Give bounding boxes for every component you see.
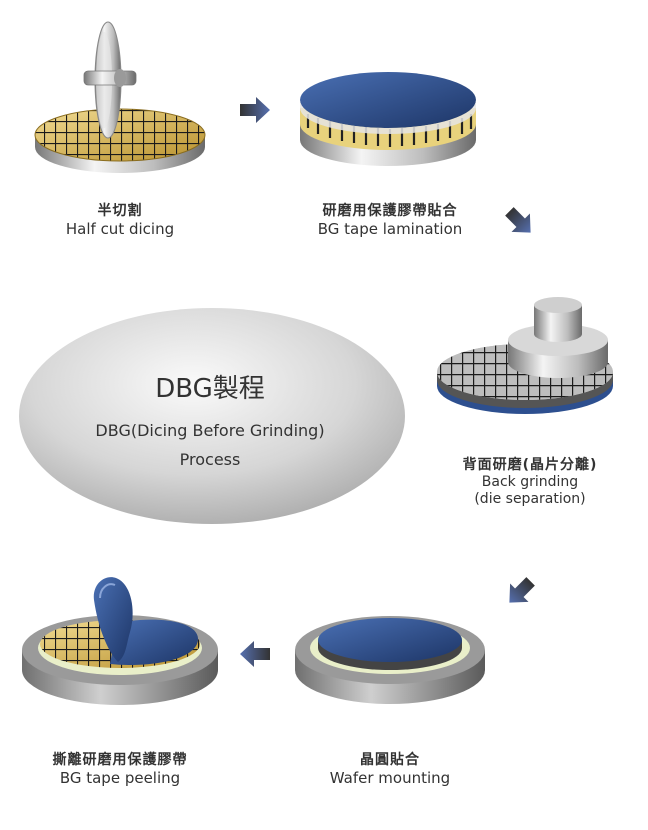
step5-label-zh: 撕離研磨用保護膠帶 — [52, 752, 188, 768]
peeling-tape-icon — [93, 577, 133, 662]
step4-wafer-graphic — [295, 616, 485, 704]
step2-label-zh: 研磨用保護膠帶貼合 — [322, 203, 458, 219]
process-subtitle-line2: Process — [179, 450, 241, 469]
step1-wafer-graphic — [34, 108, 206, 173]
step1-label-en: Half cut dicing — [65, 219, 175, 238]
step2-wafer-graphic — [300, 72, 476, 166]
step3-caption: 背面研磨(晶片分離) Back grinding (die separation… — [420, 457, 640, 507]
arrow-right-icon — [240, 97, 270, 123]
step1-label-zh: 半切割 — [97, 203, 143, 219]
grinding-wheel-icon — [508, 297, 608, 378]
step3-label-en: Back grinding — [481, 473, 579, 490]
process-title: DBG製程 — [155, 374, 265, 404]
step2-label-en: BG tape lamination — [317, 219, 463, 238]
step4-label-en: Wafer mounting — [329, 768, 451, 787]
arrow-left-icon — [240, 641, 270, 667]
step1-caption: 半切割 Half cut dicing — [20, 203, 220, 238]
dicing-blade-icon — [83, 21, 137, 139]
arrow-down-left-icon — [509, 577, 535, 603]
step5-caption: 撕離研磨用保護膠帶 BG tape peeling — [20, 752, 220, 787]
step5-label-en: BG tape peeling — [59, 768, 181, 787]
step4-caption: 晶圓貼合 Wafer mounting — [290, 752, 490, 787]
step3-label-zh: 背面研磨(晶片分離) — [462, 457, 598, 473]
process-subtitle-line1: DBG(Dicing Before Grinding) — [95, 421, 325, 440]
step3-label-en2: (die separation) — [474, 490, 586, 507]
step2-caption: 研磨用保護膠帶貼合 BG tape lamination — [280, 203, 500, 238]
arrow-down-right-icon — [505, 207, 531, 233]
process-title-ellipse — [19, 308, 405, 524]
step4-label-zh: 晶圓貼合 — [360, 752, 420, 768]
